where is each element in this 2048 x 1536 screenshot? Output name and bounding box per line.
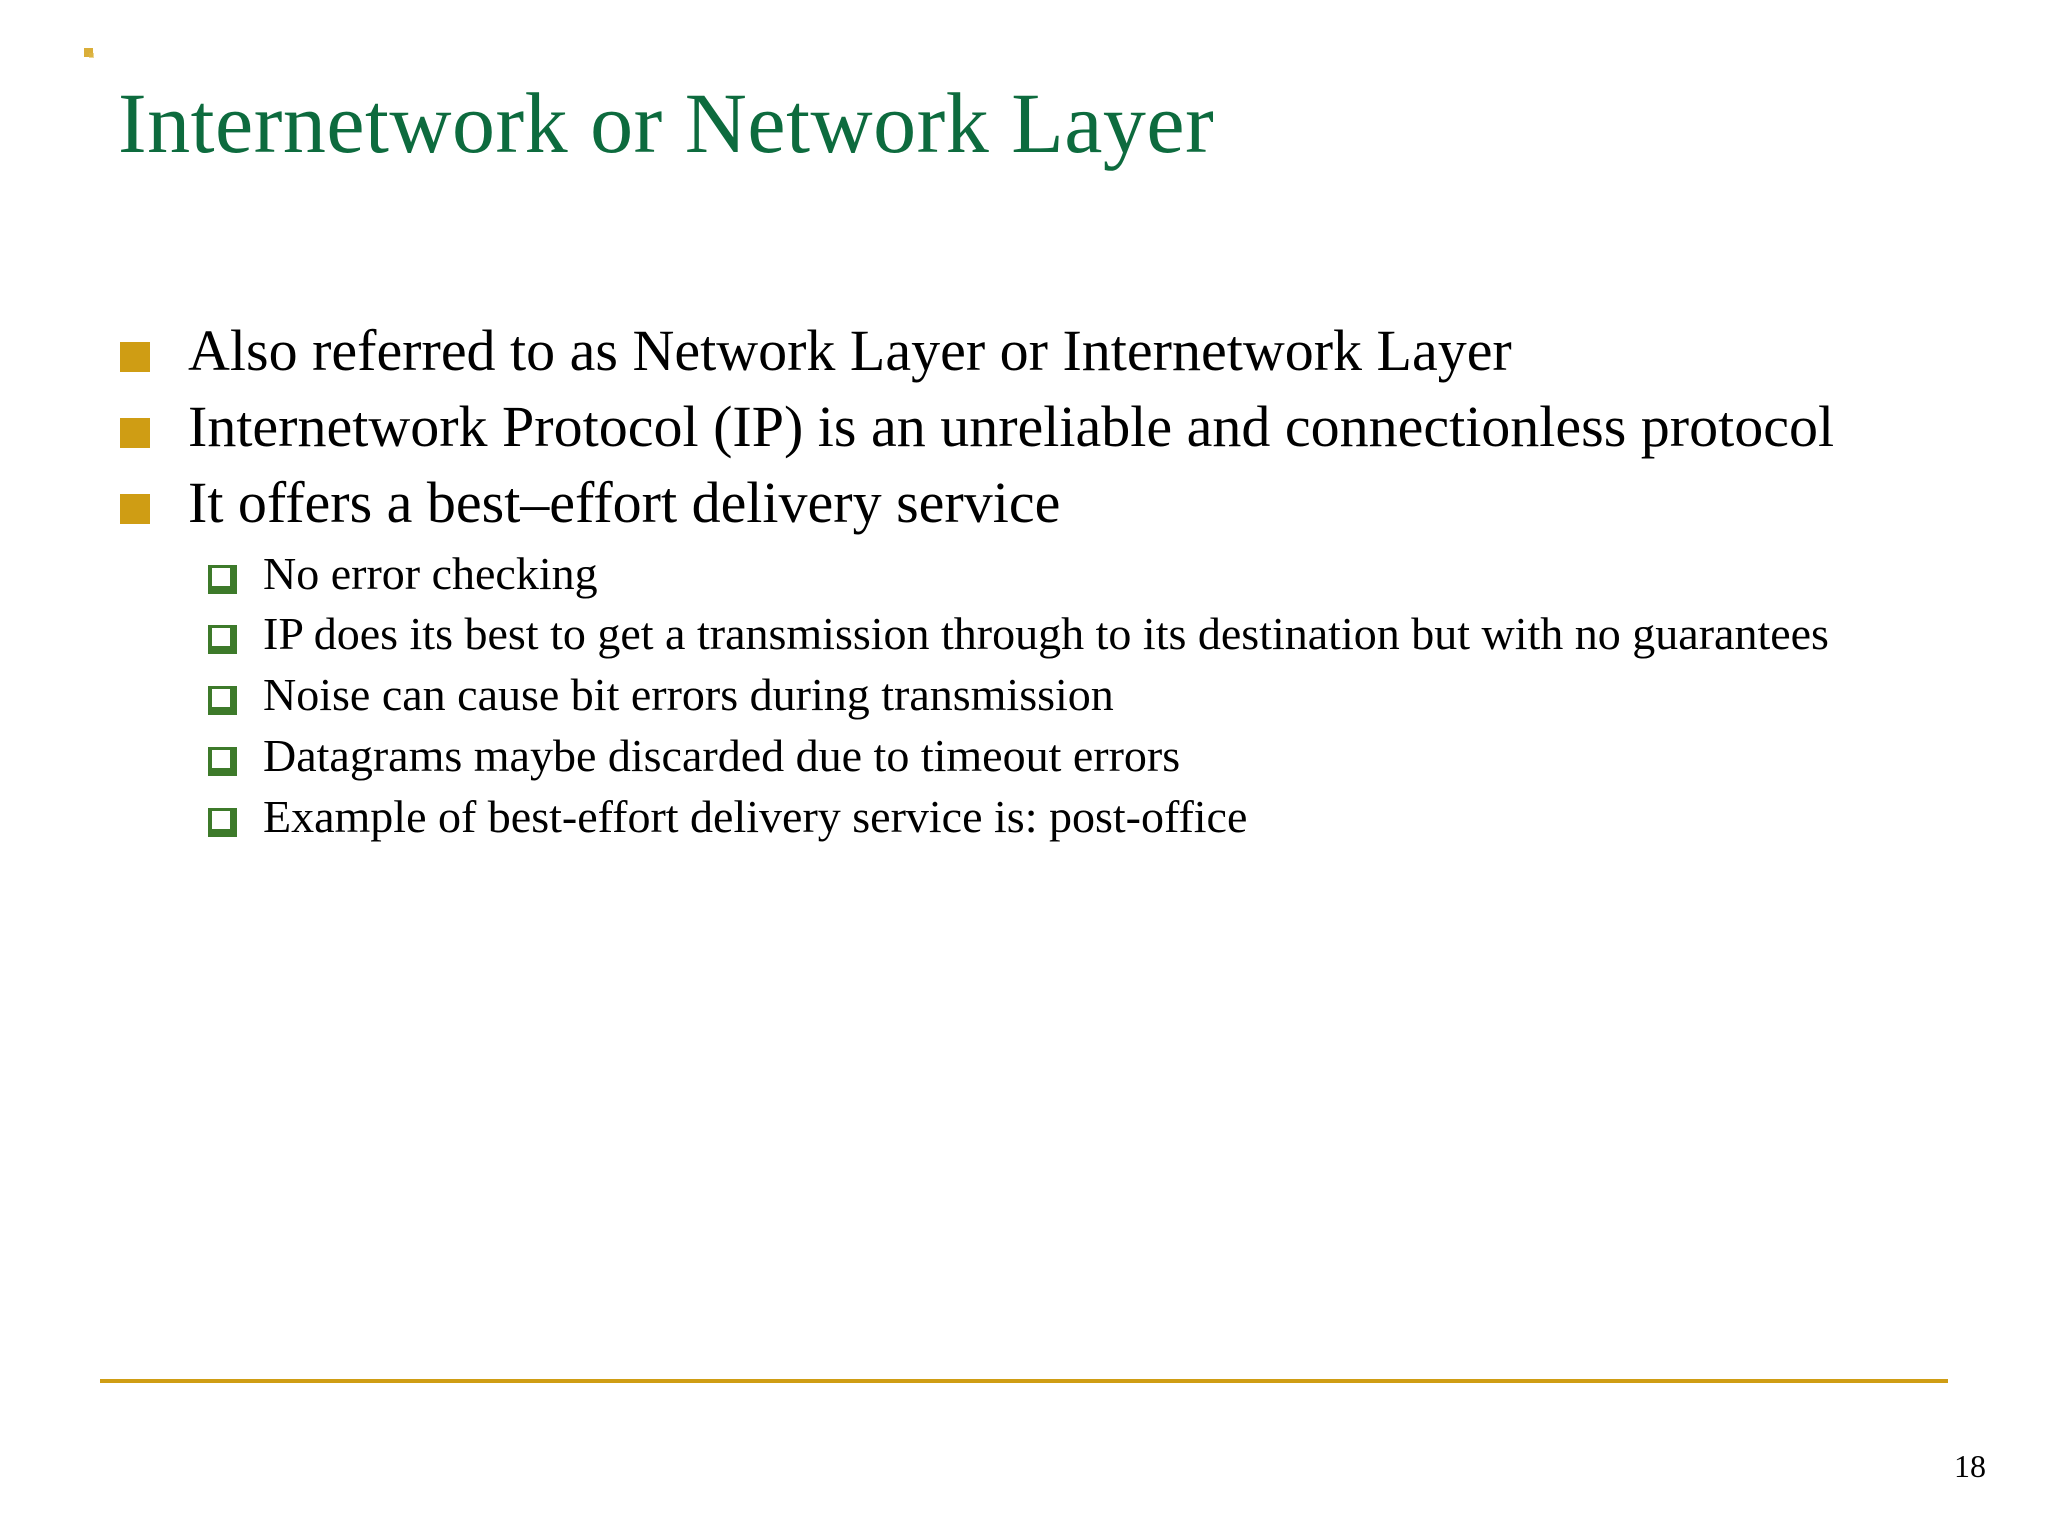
gold-speck-artifact: [84, 48, 94, 58]
sub-bullet-item: No error checking: [208, 545, 1950, 604]
hollow-box-bullet-icon: [208, 625, 237, 655]
square-bullet-icon: [120, 418, 150, 449]
hollow-box-bullet-icon: [208, 564, 237, 594]
hollow-box-bullet-icon: [208, 808, 237, 838]
bullet-item: Also referred to as Network Layer or Int…: [120, 316, 1950, 386]
sub-bullet-text: IP does its best to get a transmission t…: [263, 608, 1829, 660]
footer-divider: [100, 1379, 1948, 1383]
sub-bullet-text: No error checking: [263, 547, 598, 599]
bullet-item: It offers a best–effort delivery service: [120, 468, 1950, 538]
page-number: 18: [1954, 1448, 1986, 1484]
sub-bullet-item: Example of best-effort delivery service …: [208, 788, 1950, 847]
sub-bullet-list: No error checking IP does its best to ge…: [208, 545, 1950, 847]
sub-bullet-item: Datagrams maybe discarded due to timeout…: [208, 727, 1950, 786]
sub-bullet-text: Example of best-effort delivery service …: [263, 791, 1248, 843]
hollow-box-bullet-icon: [208, 686, 237, 716]
sub-bullet-item: Noise can cause bit errors during transm…: [208, 666, 1950, 725]
bullet-text: Internetwork Protocol (IP) is an unrelia…: [188, 394, 1835, 460]
bullet-text: Also referred to as Network Layer or Int…: [188, 318, 1512, 383]
slide-body: Also referred to as Network Layer or Int…: [120, 316, 1950, 849]
bullet-text: It offers a best–effort delivery service: [188, 470, 1061, 536]
square-bullet-icon: [120, 494, 150, 525]
page-title: Internetwork or Network Layer: [118, 75, 1215, 171]
sub-bullet-text: Datagrams maybe discarded due to timeout…: [263, 730, 1181, 782]
sub-bullet-text: Noise can cause bit errors during transm…: [263, 669, 1114, 721]
square-bullet-icon: [120, 342, 150, 372]
hollow-box-bullet-icon: [208, 747, 237, 777]
bullet-item: Internetwork Protocol (IP) is an unrelia…: [120, 392, 1950, 462]
sub-bullet-item: IP does its best to get a transmission t…: [208, 605, 1950, 664]
